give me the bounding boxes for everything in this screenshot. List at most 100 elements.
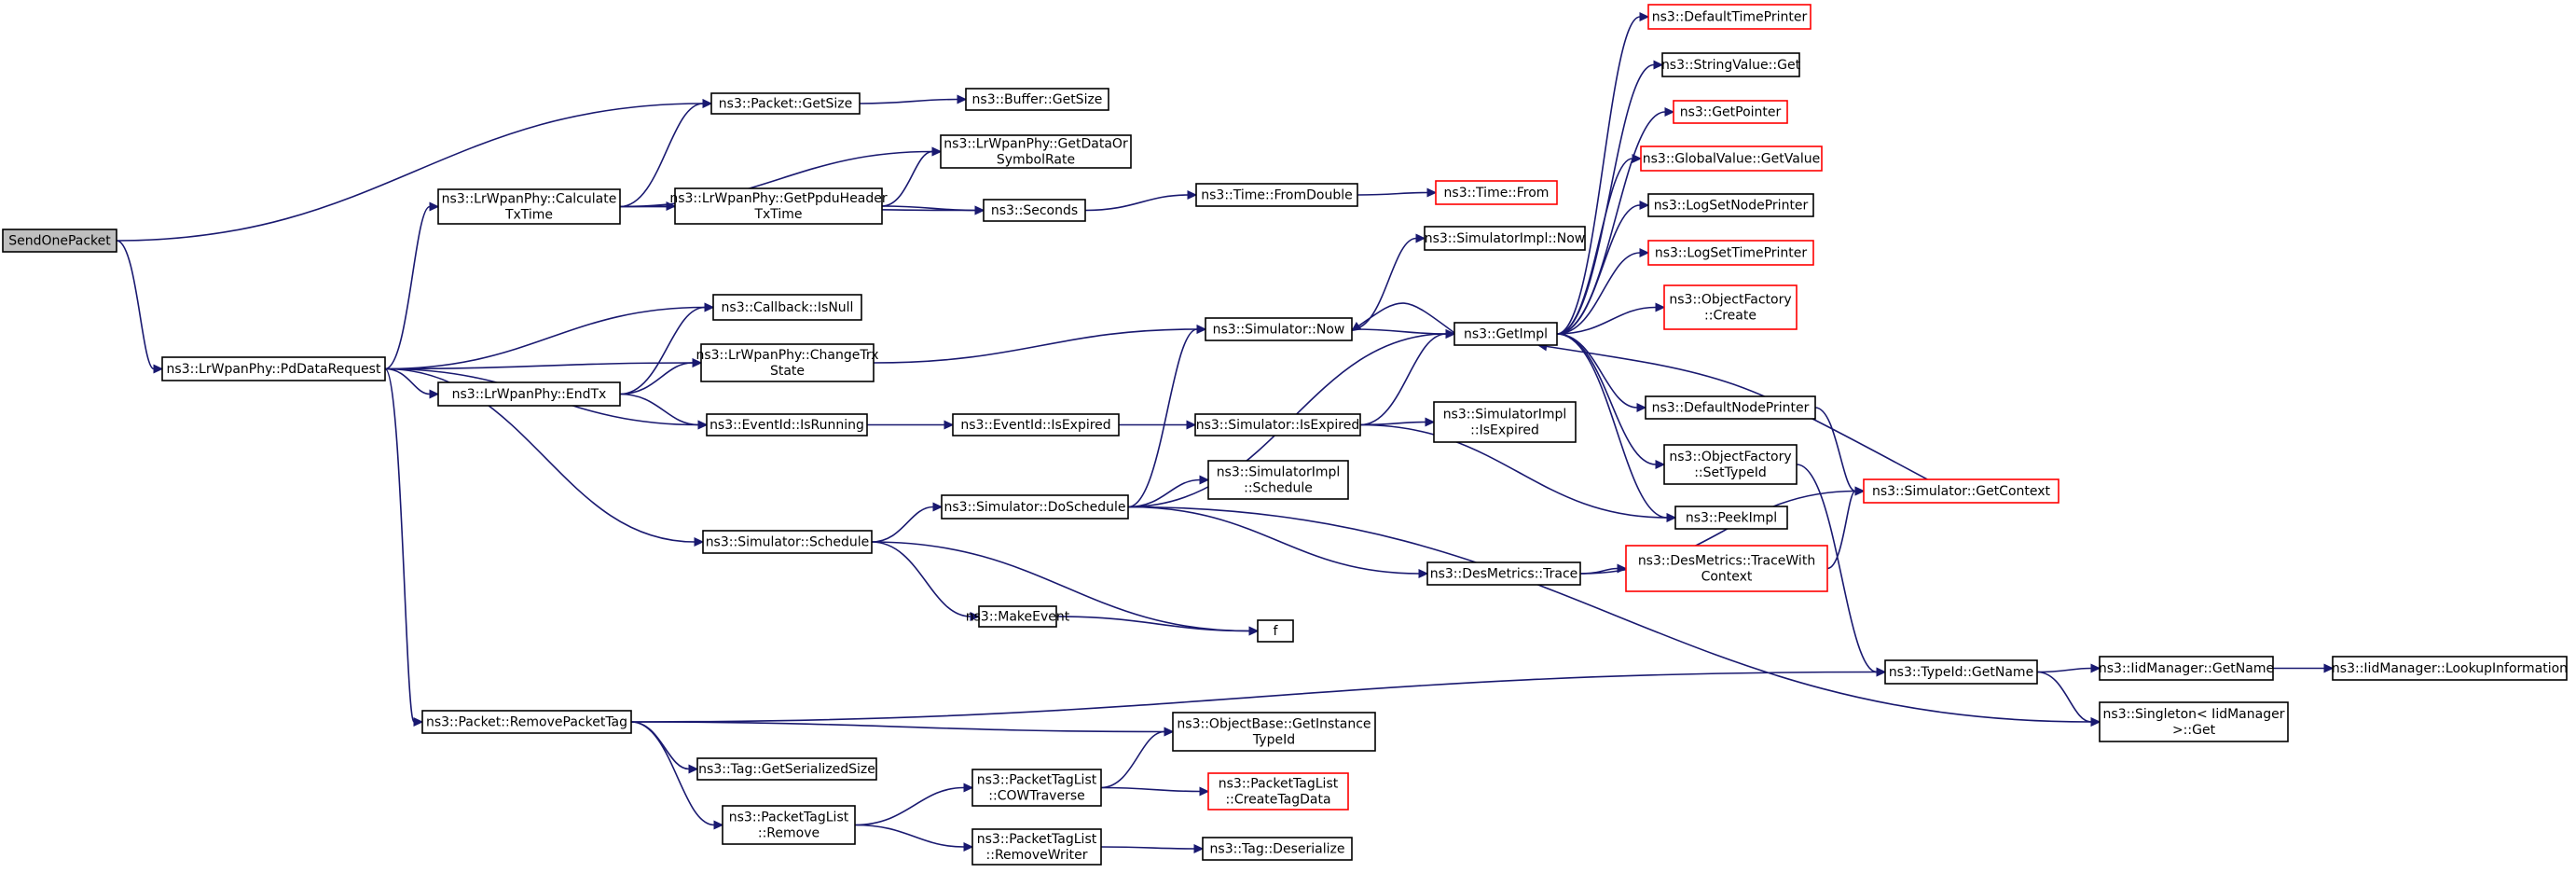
node-string-value-get[interactable]: ns3::StringValue::Get bbox=[1661, 52, 1801, 77]
node-packet-tag-list-remove-writer[interactable]: ns3::PacketTagList::RemoveWriter bbox=[971, 828, 1102, 866]
node-box bbox=[1426, 561, 1581, 586]
edge-pd_data_request-to-remove_packet_tag bbox=[384, 367, 424, 727]
node-get-pointer[interactable]: ns3::GetPointer bbox=[1673, 100, 1788, 124]
node-time-from-double[interactable]: ns3::Time::FromDouble bbox=[1195, 183, 1358, 207]
node-packet-tag-list-remove[interactable]: ns3::PacketTagList::Remove bbox=[722, 805, 856, 845]
edge-line bbox=[1127, 506, 1420, 575]
node-pd-data-request[interactable]: ns3::LrWpanPhy::PdDataRequest bbox=[161, 356, 386, 381]
node-packet-tag-list-create-tag-data[interactable]: ns3::PacketTagList::CreateTagData bbox=[1207, 772, 1349, 811]
node-buffer-get-size[interactable]: ns3::Buffer::GetSize bbox=[965, 88, 1109, 111]
node-end-tx[interactable]: ns3::LrWpanPhy::EndTx bbox=[437, 381, 621, 407]
arrowhead bbox=[2090, 717, 2101, 727]
edge-line bbox=[630, 721, 715, 826]
node-box bbox=[1647, 240, 1814, 266]
node-f[interactable]: f bbox=[1257, 619, 1294, 643]
edge-line bbox=[1357, 302, 1455, 334]
node-event-id-is-running[interactable]: ns3::EventId::IsRunning bbox=[706, 413, 868, 436]
node-box bbox=[2099, 701, 2289, 742]
node-simulator-now[interactable]: ns3::Simulator::Now bbox=[1205, 317, 1353, 341]
node-tag-deserialize[interactable]: ns3::Tag::Deserialize bbox=[1202, 837, 1353, 861]
node-label: ns3::Time::FromDouble bbox=[1201, 188, 1353, 203]
node-packet-get-size[interactable]: ns3::Packet::GetSize bbox=[710, 92, 861, 115]
node-log-set-time-printer[interactable]: ns3::LogSetTimePrinter bbox=[1647, 240, 1814, 266]
edge-line bbox=[1357, 191, 1428, 196]
edge-line bbox=[384, 367, 415, 723]
node-label: ::COWTraverse bbox=[988, 789, 1084, 804]
node-box bbox=[971, 769, 1102, 807]
node-des-metrics-trace[interactable]: ns3::DesMetrics::Trace bbox=[1426, 561, 1581, 586]
node-log-set-node-printer[interactable]: ns3::LogSetNodePrinter bbox=[1647, 193, 1814, 217]
node-label: ns3::IidManager::GetName bbox=[2099, 661, 2274, 676]
node-label: ns3::Buffer::GetSize bbox=[972, 92, 1103, 107]
node-callback-is-null[interactable]: ns3::Callback::IsNull bbox=[712, 294, 862, 321]
node-simulator-is-expired[interactable]: ns3::Simulator::IsExpired bbox=[1194, 413, 1361, 436]
arrowhead bbox=[688, 764, 699, 774]
node-simulator-get-context[interactable]: ns3::Simulator::GetContext bbox=[1863, 478, 2059, 504]
arrowhead bbox=[704, 302, 715, 312]
node-label: ns3::LrWpanPhy::GetDataOr bbox=[944, 137, 1128, 152]
node-iid-manager-lookup-information[interactable]: ns3::IidManager::LookupInformation bbox=[2332, 656, 2568, 681]
node-packet-tag-list-cow-traverse[interactable]: ns3::PacketTagList::COWTraverse bbox=[971, 769, 1102, 807]
node-default-node-printer[interactable]: ns3::DefaultNodePrinter bbox=[1645, 395, 1816, 420]
node-peek-impl[interactable]: ns3::PeekImpl bbox=[1674, 506, 1788, 530]
edge-packet_tag_list_cow_traverse-to-object_base_get_instance_type_id bbox=[1100, 727, 1175, 789]
node-simulator-impl-now[interactable]: ns3::SimulatorImpl::Now bbox=[1424, 226, 1586, 251]
node-label: ::IsExpired bbox=[1470, 423, 1539, 438]
edge-line bbox=[619, 306, 706, 395]
node-layer: SendOnePacketns3::LrWpanPhy::PdDataReque… bbox=[2, 4, 2568, 866]
node-label: ::Create bbox=[1704, 309, 1756, 324]
node-label: ns3::Tag::GetSerializedSize bbox=[698, 762, 875, 777]
node-global-value-get-value[interactable]: ns3::GlobalValue::GetValue bbox=[1640, 146, 1823, 172]
edge-line bbox=[871, 541, 971, 617]
node-send-one-packet[interactable]: SendOnePacket bbox=[2, 229, 117, 253]
edge-get_ppdu_header_tx_time-to-seconds bbox=[881, 205, 985, 215]
node-label: ::RemoveWriter bbox=[986, 848, 1088, 863]
node-event-id-is-expired[interactable]: ns3::EventId::IsExpired bbox=[952, 413, 1120, 436]
edge-end_tx-to-callback_is_null bbox=[619, 302, 715, 395]
edge-line bbox=[384, 362, 694, 370]
node-label: ns3::SimulatorImpl bbox=[1217, 465, 1341, 480]
edge-event_id_is_expired-to-simulator_is_expired bbox=[1118, 420, 1197, 430]
edge-line bbox=[116, 103, 704, 242]
edge-line bbox=[1556, 252, 1641, 335]
node-simulator-impl-is-expired[interactable]: ns3::SimulatorImpl::IsExpired bbox=[1433, 401, 1577, 443]
node-label: ns3::Simulator::GetContext bbox=[1872, 484, 2051, 499]
node-type-id-get-name[interactable]: ns3::TypeId::GetName bbox=[1884, 659, 2038, 685]
edge-get_impl-to-get_pointer bbox=[1556, 107, 1675, 335]
edge-packet_get_size-to-buffer_get_size bbox=[859, 94, 968, 104]
node-simulator-impl-schedule[interactable]: ns3::SimulatorImpl::Schedule bbox=[1207, 460, 1349, 500]
node-label: ns3::LrWpanPhy::GetPpduHeader bbox=[669, 191, 888, 206]
node-time-from[interactable]: ns3::Time::From bbox=[1435, 180, 1558, 205]
edge-line bbox=[1556, 333, 1668, 519]
edge-type_id_get_name-to-singleton_get bbox=[2036, 671, 2101, 727]
arrowhead bbox=[2090, 663, 2101, 673]
node-simulator-do-schedule[interactable]: ns3::Simulator::DoSchedule bbox=[941, 494, 1129, 520]
node-iid-manager-get-name[interactable]: ns3::IidManager::GetName bbox=[2099, 656, 2274, 681]
node-label: ns3::LrWpanPhy::PdDataRequest bbox=[167, 362, 381, 377]
node-default-time-printer[interactable]: ns3::DefaultTimePrinter bbox=[1647, 4, 1811, 30]
node-object-factory-set-type-id[interactable]: ns3::ObjectFactory::SetTypeId bbox=[1663, 444, 1798, 485]
arrowhead bbox=[974, 205, 985, 215]
node-make-event[interactable]: ns3::MakeEvent bbox=[966, 605, 1070, 628]
edge-remove_packet_tag-to-type_id_get_name bbox=[630, 667, 1887, 723]
node-singleton-get[interactable]: ns3::Singleton< IidManager>::Get bbox=[2099, 701, 2289, 742]
arrowhead bbox=[694, 537, 705, 547]
node-label: Context bbox=[1701, 570, 1753, 585]
node-get-impl[interactable]: ns3::GetImpl bbox=[1453, 322, 1558, 346]
arrowhead bbox=[1187, 190, 1198, 200]
edge-remove_packet_tag-to-object_base_get_instance_type_id bbox=[630, 721, 1175, 737]
node-box bbox=[978, 605, 1057, 628]
node-label: ns3::Time::From bbox=[1444, 186, 1550, 201]
node-remove-packet-tag[interactable]: ns3::Packet::RemovePacketTag bbox=[421, 710, 632, 734]
node-tag-get-serialized-size[interactable]: ns3::Tag::GetSerializedSize bbox=[696, 757, 877, 781]
node-seconds[interactable]: ns3::Seconds bbox=[983, 199, 1086, 222]
node-simulator-schedule[interactable]: ns3::Simulator::Schedule bbox=[702, 530, 873, 554]
node-object-factory-create[interactable]: ns3::ObjectFactory::Create bbox=[1663, 284, 1798, 330]
edge-line bbox=[1796, 464, 1878, 673]
